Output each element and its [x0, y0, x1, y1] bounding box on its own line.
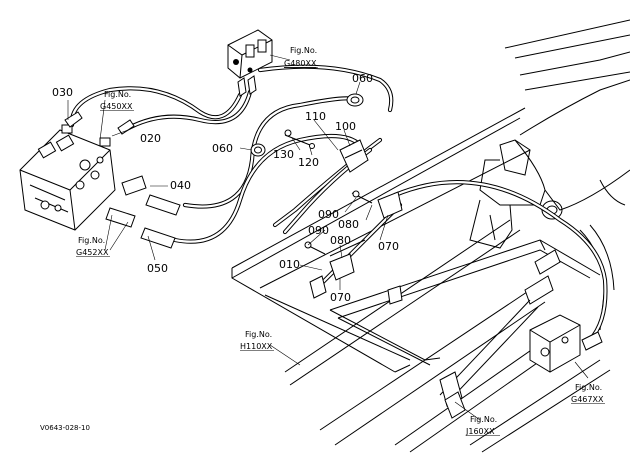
g480-valve-block — [227, 29, 273, 97]
svg-text:Fig.No.: Fig.No. — [290, 46, 317, 55]
fig-ref-g450: Fig.No. G450XX — [100, 90, 134, 111]
part-label-130: 130 — [273, 148, 294, 161]
fig-ref-j160: Fig.No. J160XX — [465, 415, 500, 436]
figure-references: Fig.No. G480XX Fig.No. G450XX Fig.No. G4… — [76, 46, 605, 436]
svg-text:Fig.No.: Fig.No. — [470, 415, 497, 424]
part-label-090-lower: 090 — [308, 224, 329, 237]
hydraulic-hoses — [69, 64, 608, 343]
drawing-reference-code: V0643-028-10 — [40, 424, 90, 432]
part-label-090-upper: 090 — [318, 208, 339, 221]
svg-text:Fig.No.: Fig.No. — [104, 90, 131, 99]
part-label-110: 110 — [305, 110, 326, 123]
part-label-050: 050 — [147, 262, 168, 275]
fig-ref-g467: Fig.No. G467XX — [571, 383, 605, 404]
part-label-070-upper: 070 — [378, 240, 399, 253]
part-label-080-lower: 080 — [330, 234, 351, 247]
hose-fittings-left — [64, 111, 181, 249]
part-label-100: 100 — [335, 120, 356, 133]
hose-clamps — [250, 93, 369, 173]
svg-text:Fig.No.: Fig.No. — [78, 236, 105, 245]
part-label-040: 040 — [170, 179, 191, 192]
part-label-060-top: 060 — [352, 72, 373, 85]
right-side-components — [439, 249, 603, 419]
part-number-labels: 030 020 040 050 060 060 110 100 130 120 … — [52, 72, 399, 304]
svg-text:G452XX: G452XX — [76, 248, 109, 257]
svg-text:G450XX: G450XX — [100, 102, 133, 111]
fig-ref-h110: Fig.No. H110XX — [240, 330, 274, 351]
control-valve-assembly — [19, 124, 116, 231]
svg-text:Fig.No.: Fig.No. — [245, 330, 272, 339]
part-label-120: 120 — [298, 156, 319, 169]
leader-lines — [67, 54, 589, 421]
part-label-070-lower: 070 — [330, 291, 351, 304]
part-label-020: 020 — [140, 132, 161, 145]
clamp-set-070 — [304, 190, 403, 305]
svg-text:J160XX: J160XX — [465, 427, 495, 436]
svg-text:G467XX: G467XX — [571, 395, 604, 404]
part-label-030: 030 — [52, 86, 73, 99]
svg-text:Fig.No.: Fig.No. — [575, 383, 602, 392]
part-label-010: 010 — [279, 258, 300, 271]
part-label-080-upper: 080 — [338, 218, 359, 231]
fig-ref-g480: Fig.No. G480XX — [284, 46, 318, 68]
tractor-frame-outline — [231, 19, 630, 453]
svg-text:H110XX: H110XX — [240, 342, 273, 351]
part-label-060-left: 060 — [212, 142, 233, 155]
svg-text:G480XX: G480XX — [284, 59, 317, 68]
fig-ref-g452: Fig.No. G452XX — [76, 236, 110, 257]
